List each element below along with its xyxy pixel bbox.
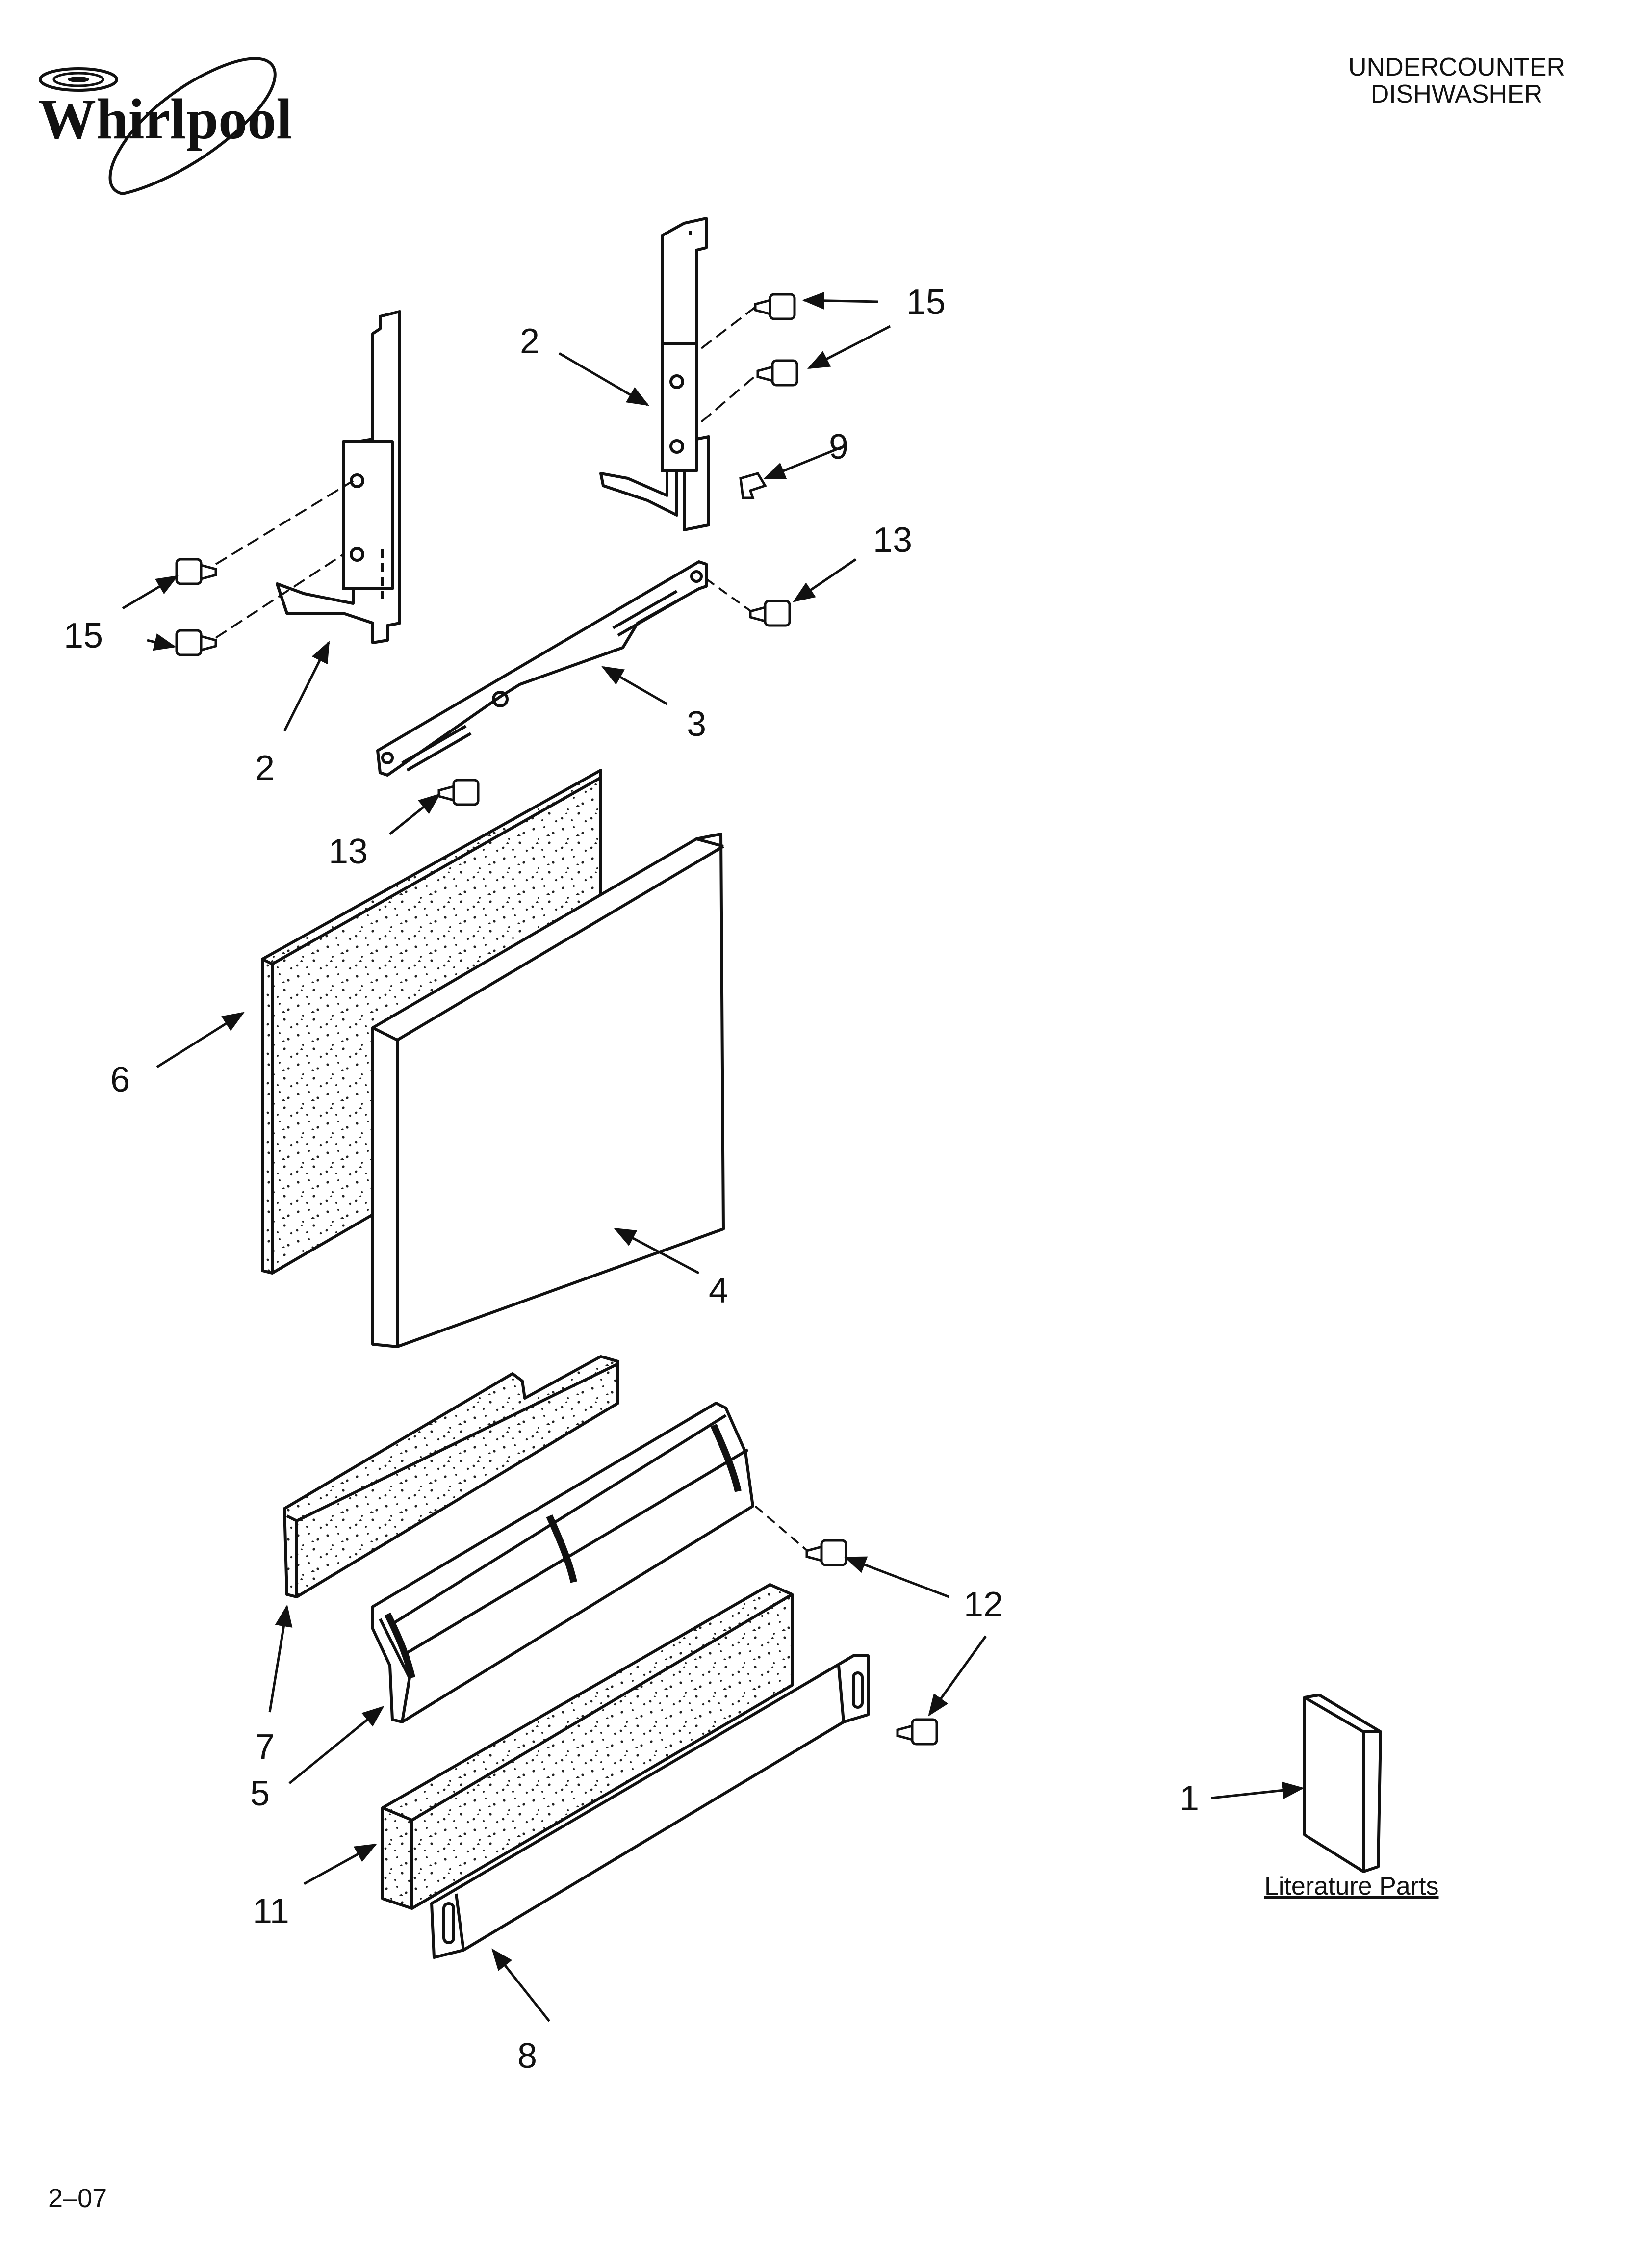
callout-13-left: 13 — [329, 832, 368, 871]
insulation-strip-7 — [283, 1355, 619, 1598]
screw-15-right-top — [754, 293, 796, 320]
hinge-bracket-right — [599, 217, 710, 531]
callout-2-left: 2 — [255, 749, 275, 788]
title-line-2: DISHWASHER — [1370, 79, 1543, 108]
hinge-bracket-left — [276, 310, 401, 644]
callout-6: 6 — [110, 1060, 130, 1099]
screw-12-lower — [896, 1718, 938, 1746]
screw-12-upper — [805, 1539, 847, 1566]
whirlpool-logo: Whirlpool — [38, 57, 292, 196]
screw-13-left — [437, 779, 480, 806]
title-line-1: UNDERCOUNTER — [1348, 53, 1565, 81]
screw-13-right — [749, 600, 791, 627]
screw-15-left-top — [175, 558, 217, 585]
callout-15-left: 15 — [64, 616, 103, 655]
mounting-rail-3 — [376, 560, 708, 777]
page-title: UNDERCOUNTER DISHWASHER — [1324, 54, 1589, 107]
kick-bracket-5 — [371, 1402, 754, 1723]
door-panel-4 — [371, 833, 725, 1348]
insulation-block-11 — [381, 1583, 794, 1910]
clip-9 — [739, 472, 767, 499]
callout-13-right: 13 — [873, 521, 912, 560]
callout-12: 12 — [964, 1585, 1003, 1624]
callout-arrows — [122, 291, 1305, 2022]
callout-1: 1 — [1180, 1779, 1199, 1818]
callout-7: 7 — [255, 1727, 275, 1767]
callout-5: 5 — [250, 1774, 270, 1813]
callout-3: 3 — [687, 704, 706, 744]
callout-2-right: 2 — [520, 322, 539, 361]
svg-text:Whirlpool: Whirlpool — [38, 87, 292, 151]
page-code: 2–07 — [48, 2184, 107, 2213]
callout-8: 8 — [517, 2036, 537, 2076]
screw-15-right-bottom — [756, 359, 798, 387]
literature-book-1 — [1303, 1694, 1382, 1873]
callout-11: 11 — [253, 1892, 289, 1931]
callout-9: 9 — [829, 427, 848, 467]
literature-parts-label: Literature Parts — [1264, 1872, 1439, 1901]
toe-plate-8 — [430, 1654, 870, 1959]
screw-15-left-bottom — [175, 629, 217, 656]
callout-4: 4 — [709, 1271, 728, 1310]
callout-15-right: 15 — [906, 283, 946, 322]
